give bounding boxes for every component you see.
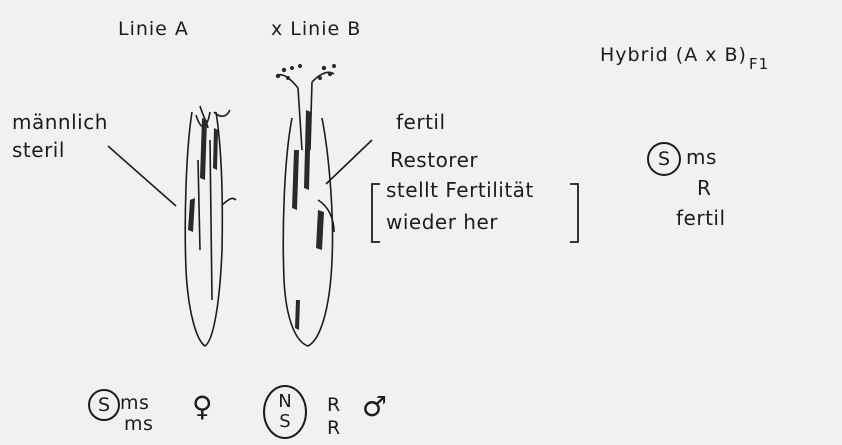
genotype-b-allele-bottom: R — [327, 419, 341, 438]
line-b-label: x Linie B — [271, 20, 361, 39]
hybrid-generation: F1 — [749, 55, 769, 73]
male-sterile-label-2: steril — [12, 140, 65, 160]
male-sterile-label-1: männlich — [12, 112, 108, 132]
fertil-label: fertil — [396, 112, 446, 132]
hybrid-title: Hybrid (A x B) — [600, 44, 747, 66]
right-bracket — [570, 184, 578, 242]
bracket-text-2: wieder her — [386, 212, 498, 232]
restorer-label: Restorer — [390, 150, 478, 170]
hybrid-phenotype: fertil — [676, 208, 726, 228]
genotype-a-allele-bottom: ms — [124, 415, 153, 434]
genotype-b-cytoplasm-n: N — [265, 393, 305, 411]
left-plant-shading — [188, 118, 218, 232]
female-symbol: ♀ — [192, 393, 213, 421]
hybrid-cytoplasm-circle: S — [647, 142, 681, 176]
genotype-b-allele-top: R — [327, 396, 341, 415]
restorer-plant — [276, 72, 334, 346]
genotype-b-cytoplasm-circle: N S — [263, 385, 307, 439]
genotype-b-cytoplasm-s: S — [265, 413, 305, 431]
genotype-a-allele-top: ms — [120, 394, 149, 413]
left-bracket — [372, 184, 380, 242]
bracket-text-1: stellt Fertilität — [386, 180, 534, 200]
line-a-label: Linie A — [118, 20, 189, 39]
hybrid-label: Hybrid (A x B)F1 — [600, 46, 769, 65]
hybrid-gene-2: R — [697, 178, 711, 198]
male-symbol: ♂ — [362, 393, 387, 421]
left-pointer-line — [108, 146, 176, 206]
right-pointer-line — [326, 140, 372, 184]
right-plant-shading — [292, 110, 324, 330]
genotype-a-cytoplasm-circle: S — [88, 389, 120, 421]
hybrid-gene-1: ms — [686, 147, 717, 167]
